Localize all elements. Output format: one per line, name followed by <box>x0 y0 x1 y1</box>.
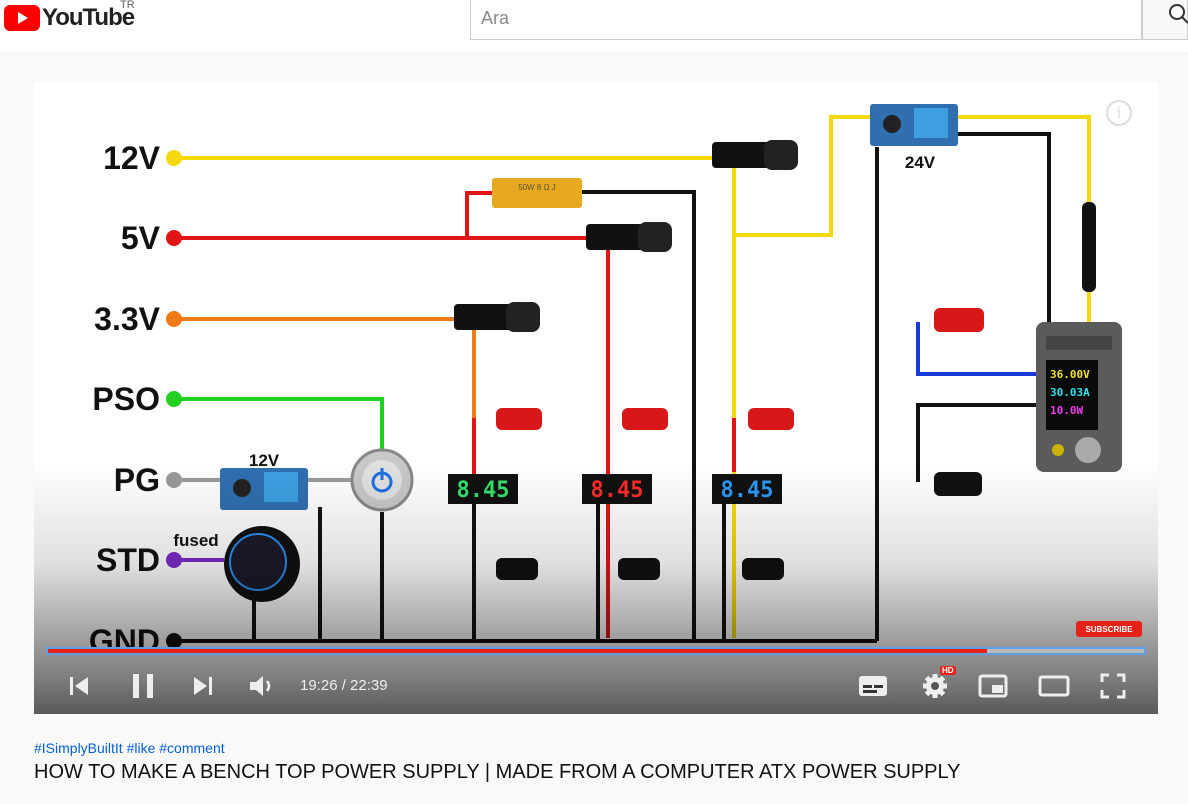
player-controls: 19:26 / 22:39 HD <box>34 662 1158 714</box>
next-button[interactable] <box>188 666 218 706</box>
subtitles-icon <box>859 676 887 696</box>
progress-bar[interactable] <box>46 647 1146 655</box>
miniplayer-button[interactable] <box>976 666 1010 706</box>
volume-icon <box>250 676 271 696</box>
search-icon <box>1169 4 1188 24</box>
country-code: TR <box>120 0 135 11</box>
subscribe-watermark[interactable]: SUBSCRIBE <box>1076 621 1142 637</box>
search-input[interactable] <box>479 0 1083 38</box>
usb-fused-label: fused <box>173 531 218 550</box>
boost-label-12v: 12V <box>249 451 280 470</box>
youtube-logo[interactable]: YouTube TR <box>4 0 135 32</box>
theater-icon <box>1038 675 1070 697</box>
rail-label-12v: 12V <box>103 140 161 176</box>
theater-button[interactable] <box>1036 666 1072 706</box>
video-frame: 12V 5V 3.3V PSO PG STD GND <box>89 104 1122 659</box>
settings-button[interactable]: HD <box>918 666 956 706</box>
pause-button[interactable] <box>128 666 158 706</box>
volume-button[interactable] <box>246 666 278 706</box>
time-display: 19:26 / 22:39 <box>300 677 388 694</box>
rail-label-5v: 5V <box>121 220 161 256</box>
rail-label-pso: PSO <box>92 381 160 417</box>
masthead: YouTube TR <box>0 0 1188 52</box>
boost-label-24v: 24V <box>905 153 936 172</box>
progress-played <box>48 649 987 653</box>
rail-label-3v3: 3.3V <box>94 301 160 337</box>
video-title: HOW TO MAKE A BENCH TOP POWER SUPPLY | M… <box>34 761 961 783</box>
fullscreen-button[interactable] <box>1096 666 1130 706</box>
resistor-label: 50W 8 Ω J <box>518 183 556 192</box>
subtitles-button[interactable] <box>856 666 890 706</box>
psu-volts: 36.00V <box>1050 368 1090 381</box>
previous-icon <box>70 677 88 695</box>
hashtags[interactable]: #ISimplyBuiltIt #like #comment <box>34 740 225 756</box>
search-button[interactable] <box>1142 0 1188 40</box>
psu-watts: 10.0W <box>1050 404 1083 417</box>
settings-icon <box>923 674 947 698</box>
info-icon[interactable]: i <box>1106 100 1132 126</box>
miniplayer-icon <box>978 674 1008 698</box>
video-player[interactable]: 12V 5V 3.3V PSO PG STD GND <box>34 82 1158 714</box>
next-icon <box>194 677 212 695</box>
meter-reading-5v: 8.45 <box>591 478 644 503</box>
hd-badge: HD <box>940 666 956 675</box>
fullscreen-icon <box>1100 673 1126 699</box>
pause-icon <box>133 674 153 698</box>
rail-label-pg: PG <box>114 462 160 498</box>
logo-wordmark: YouTube <box>42 4 135 31</box>
meter-reading-3v3: 8.45 <box>457 478 510 503</box>
psu-amps: 30.03A <box>1050 386 1090 399</box>
search-box[interactable] <box>470 0 1142 40</box>
meter-reading-12v: 8.45 <box>721 478 774 503</box>
rail-label-std: STD <box>96 542 160 578</box>
previous-button[interactable] <box>64 666 94 706</box>
youtube-play-icon <box>4 5 40 31</box>
